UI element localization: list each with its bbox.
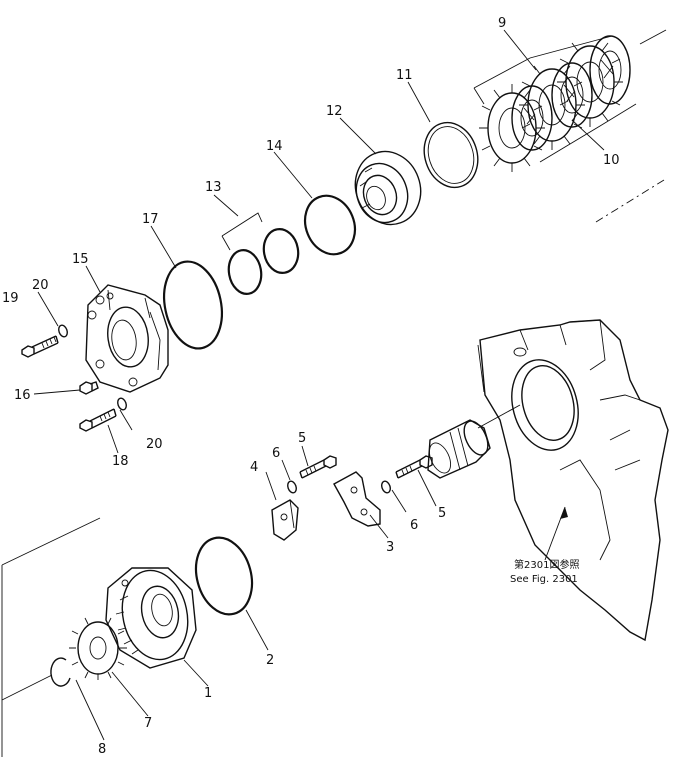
callout-11: 11 — [396, 68, 413, 83]
washer-6-right — [381, 480, 391, 494]
callout-2: 2 — [266, 653, 274, 668]
gear-7 — [69, 617, 127, 680]
callout-17: 17 — [142, 212, 159, 227]
axis-line-lower — [1, 517, 101, 566]
clutch-plate-3 — [519, 65, 585, 150]
cover-15 — [85, 284, 169, 393]
clutch-plate-5 — [557, 42, 623, 127]
leader-lines — [33, 29, 605, 741]
bolt-18 — [79, 408, 117, 432]
plug-16 — [79, 381, 99, 395]
bolt-5-left — [299, 455, 337, 479]
callout-14: 14 — [266, 139, 283, 154]
washer-20-lower — [117, 397, 127, 411]
callout-6-left: 6 — [272, 446, 280, 461]
callout-19: 19 — [2, 291, 19, 306]
bracket-3 — [333, 471, 381, 527]
callout-8: 8 — [98, 742, 106, 757]
transmission-case — [477, 319, 669, 642]
cover-1 — [105, 567, 197, 669]
bolt-19 — [21, 335, 59, 358]
callout-7: 7 — [144, 716, 152, 731]
callout-20-upper: 20 — [32, 278, 49, 293]
callout-12: 12 — [326, 104, 343, 119]
callout-9: 9 — [498, 16, 506, 31]
washer-20-upper — [58, 324, 68, 338]
callout-6-right: 6 — [410, 518, 418, 533]
callout-3: 3 — [386, 540, 394, 555]
snap-ring-11 — [423, 121, 479, 189]
callout-15: 15 — [72, 252, 89, 267]
callout-20-lower: 20 — [146, 437, 163, 452]
piston-12 — [354, 150, 422, 226]
callout-5-right: 5 — [438, 506, 446, 521]
bracket-9 — [473, 35, 613, 89]
reference-note-jp: 第2301図参照 — [514, 558, 579, 571]
callout-18: 18 — [112, 454, 129, 469]
callout-10: 10 — [603, 153, 620, 168]
clutch-plate-6 — [589, 35, 631, 105]
bracket-10 — [539, 103, 637, 163]
o-ring-14 — [303, 194, 357, 256]
callout-16: 16 — [14, 388, 31, 403]
callout-13: 13 — [205, 180, 222, 195]
clutch-plate-1 — [479, 84, 545, 172]
snap-ring-8 — [50, 657, 71, 687]
o-ring-17 — [163, 260, 223, 350]
o-rings-13 — [221, 212, 300, 295]
clutch-plates-group — [473, 29, 667, 223]
washer-6-left — [287, 480, 297, 494]
plate-4 — [271, 499, 299, 541]
callout-1: 1 — [204, 686, 212, 701]
callout-labels: 9 10 11 12 14 13 17 15 20 19 16 20 18 4 … — [2, 16, 620, 757]
center-axis-upper — [595, 179, 665, 223]
callout-4: 4 — [250, 460, 258, 475]
callout-5-left: 5 — [298, 431, 306, 446]
bolt-5-right — [395, 455, 433, 479]
reference-note-en: See Fig. 2301 — [510, 574, 578, 585]
o-ring-2 — [194, 536, 254, 616]
